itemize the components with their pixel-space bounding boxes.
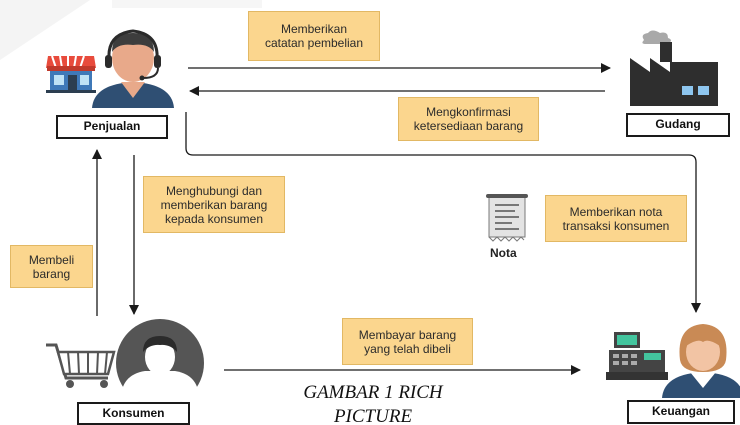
actor-label-konsumen: Konsumen xyxy=(77,402,190,425)
finance-woman-icon xyxy=(662,324,740,398)
store-icon xyxy=(46,55,96,93)
actor-label-keuangan: Keuangan xyxy=(627,400,735,424)
note-mengkonfirmasi: Mengkonfirmasi ketersediaan barang xyxy=(398,97,539,141)
arrow-penjualan-to-keuangan xyxy=(185,112,701,313)
sales-person-headset-icon xyxy=(92,29,174,108)
nota-label: Nota xyxy=(490,246,517,260)
receipt-icon xyxy=(486,194,528,242)
cash-register-icon xyxy=(606,332,668,380)
figure-caption: GAMBAR 1 RICH PICTURE xyxy=(303,382,443,425)
note-membayar: Membayar barang yang telah dibeli xyxy=(342,318,473,365)
note-memberikan-catatan: Memberikan catatan pembelian xyxy=(248,11,380,61)
factory-icon xyxy=(630,30,718,106)
consumer-avatar-icon xyxy=(116,319,204,407)
shopping-cart-icon xyxy=(46,343,116,388)
note-membeli: Membeli barang xyxy=(10,245,93,288)
note-memberikan-nota: Memberikan nota transaksi konsumen xyxy=(545,195,687,242)
actor-label-penjualan: Penjualan xyxy=(56,115,168,139)
actor-label-gudang: Gudang xyxy=(626,113,730,137)
note-menghubungi: Menghubungi dan memberikan barang kepada… xyxy=(143,176,285,233)
